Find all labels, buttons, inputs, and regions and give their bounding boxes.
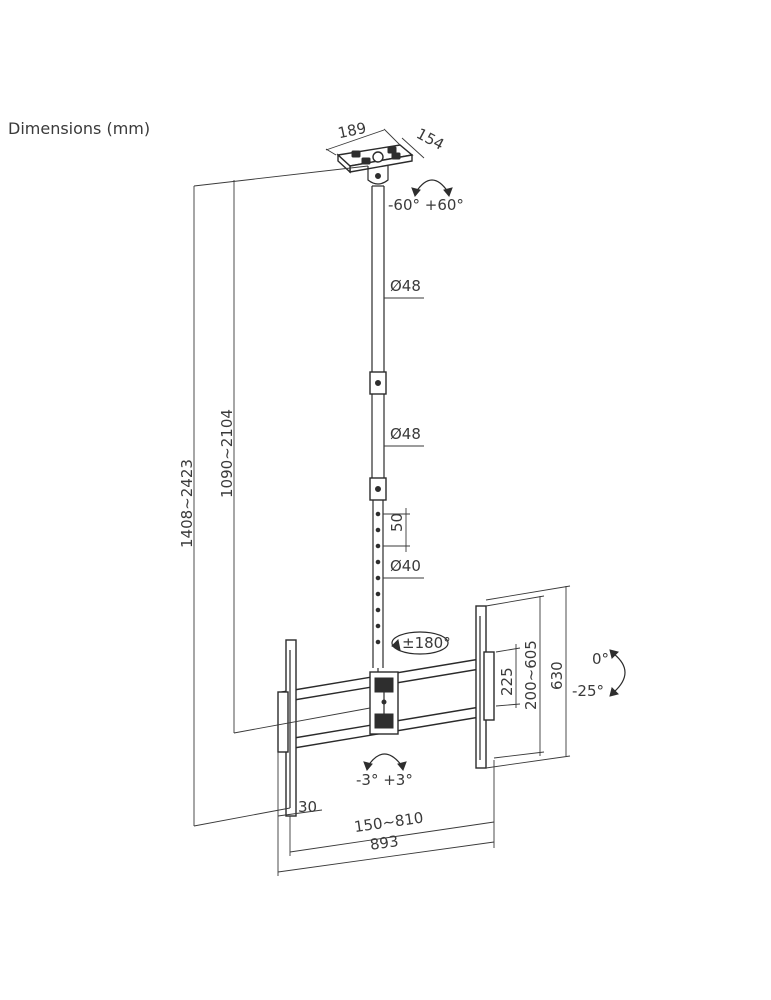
- bracket-height-label: 630: [548, 661, 566, 690]
- depth-offset-label: 30: [298, 798, 317, 816]
- ceiling-plate: [336, 144, 414, 185]
- overall-width-label: 893: [369, 832, 400, 854]
- upper-pole-diameter-label: Ø48: [390, 277, 421, 295]
- rotation-label: ±180°: [402, 634, 451, 652]
- level-adjust-label: -3° +3°: [356, 771, 413, 789]
- plate-width-dimension: 189: [325, 119, 401, 156]
- total-height-dimension: 1408~2423: [178, 165, 369, 827]
- tv-bracket: [277, 605, 495, 817]
- plate-width-label: 189: [336, 119, 368, 143]
- pole-height-label: 1090~2104: [218, 409, 236, 498]
- vesa-height-range-dimension: 200~605: [485, 595, 545, 759]
- rotation-arrow-icon: [391, 631, 449, 655]
- lower-pole: [372, 500, 384, 668]
- plate-depth-label: 154: [413, 124, 447, 153]
- swivel-arrow-icon: [411, 179, 453, 197]
- middle-pole: [369, 394, 387, 501]
- vesa-height-small-label: 225: [498, 667, 516, 696]
- tilt-bottom-label: -25°: [572, 682, 604, 700]
- bracket-height-dimension: 630: [485, 585, 571, 769]
- lower-pole-diameter-label: Ø40: [390, 557, 421, 575]
- swivel-angle-label: -60° +60°: [388, 196, 464, 214]
- upper-pole: [369, 185, 387, 395]
- level-adjust-arrow-icon: [363, 753, 407, 771]
- middle-pole-diameter-label: Ø48: [390, 425, 421, 443]
- vesa-width-label: 150~810: [353, 809, 425, 837]
- hole-spacing-label: 50: [388, 513, 406, 532]
- tilt-arrow-icon: [609, 649, 626, 697]
- pole-height-dimension: 1090~2104: [218, 180, 371, 734]
- hole-spacing-dimension: 50: [383, 508, 410, 552]
- tilt-top-label: 0°: [592, 650, 609, 668]
- total-height-label: 1408~2423: [178, 459, 196, 548]
- vesa-height-small-dimension: 225: [495, 644, 521, 708]
- diagram-title: Dimensions (mm): [8, 119, 150, 138]
- depth-offset-dimension: 30: [277, 798, 323, 817]
- overall-width-dimension: 893: [277, 752, 495, 876]
- vesa-height-range-label: 200~605: [522, 640, 540, 710]
